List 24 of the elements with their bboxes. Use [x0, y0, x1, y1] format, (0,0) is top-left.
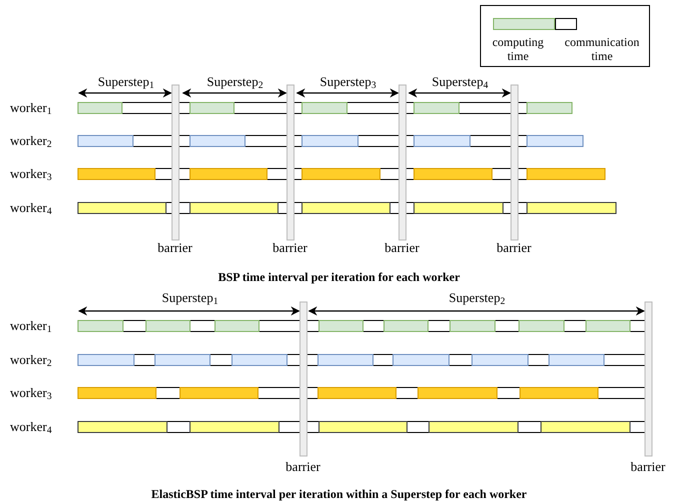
axis-label: Superstep$_{1}$ [98, 74, 154, 90]
legend-label: communication time [564, 35, 640, 63]
row-label: worker$_{3}$ [10, 166, 52, 182]
axis-label: barrier [384, 240, 420, 256]
legend-label: computing time [491, 35, 545, 63]
row-label: worker$_{2}$ [10, 352, 52, 368]
axis-label: barrier [630, 459, 666, 475]
axis-label: Superstep$_{3}$ [320, 74, 376, 90]
row-label: worker$_{3}$ [10, 385, 52, 401]
axis-label: barrier [496, 240, 532, 256]
axis-label: barrier [158, 240, 192, 256]
axis-label: Superstep$_{2}$ [448, 290, 506, 306]
axis-label: Superstep$_{4}$ [432, 74, 488, 90]
caption: BSP time interval per iteration for each worker [218, 269, 460, 285]
axis-label: Superstep$_{1}$ [162, 290, 218, 306]
axis-label: Superstep$_{2}$ [206, 74, 264, 90]
axis-label: barrier [272, 240, 308, 256]
row-label: worker$_{2}$ [10, 133, 52, 149]
caption: ElasticBSP time interval per iteration within a Superstep for each worker [151, 486, 527, 502]
row-label: worker$_{4}$ [10, 200, 52, 216]
axis-label: barrier [286, 459, 320, 475]
row-label: worker$_{1}$ [10, 100, 52, 116]
row-label: worker$_{1}$ [10, 318, 52, 334]
row-label: worker$_{4}$ [10, 419, 52, 435]
